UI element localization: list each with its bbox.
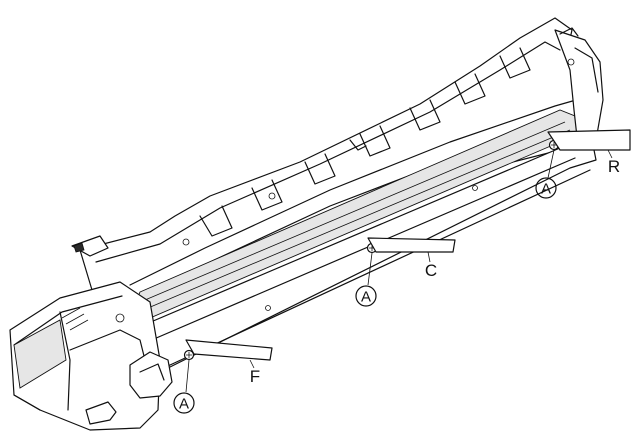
callout-a-right-text: A xyxy=(541,181,551,198)
leader-a-center xyxy=(367,252,373,286)
top-ribs xyxy=(182,47,531,246)
tape-front xyxy=(185,339,273,361)
tape-center xyxy=(367,237,456,253)
leader-a-left xyxy=(185,359,190,393)
label-r: R xyxy=(608,157,620,176)
leader-a-right xyxy=(547,149,555,179)
label-c: C xyxy=(425,261,437,280)
tape-rear xyxy=(547,129,631,151)
callout-a-right: A xyxy=(535,177,557,199)
callout-a-left: A xyxy=(173,392,195,414)
callout-a-center-text: A xyxy=(361,289,371,306)
callout-a-center: A xyxy=(355,285,377,307)
label-f: F xyxy=(250,367,260,386)
leader-f xyxy=(249,359,255,369)
screw-left xyxy=(183,349,195,361)
left-end-housing xyxy=(9,281,173,431)
unit-body xyxy=(79,17,601,373)
leader-c xyxy=(427,251,431,263)
callout-a-left-text: A xyxy=(179,396,189,413)
leader-r xyxy=(607,149,613,159)
